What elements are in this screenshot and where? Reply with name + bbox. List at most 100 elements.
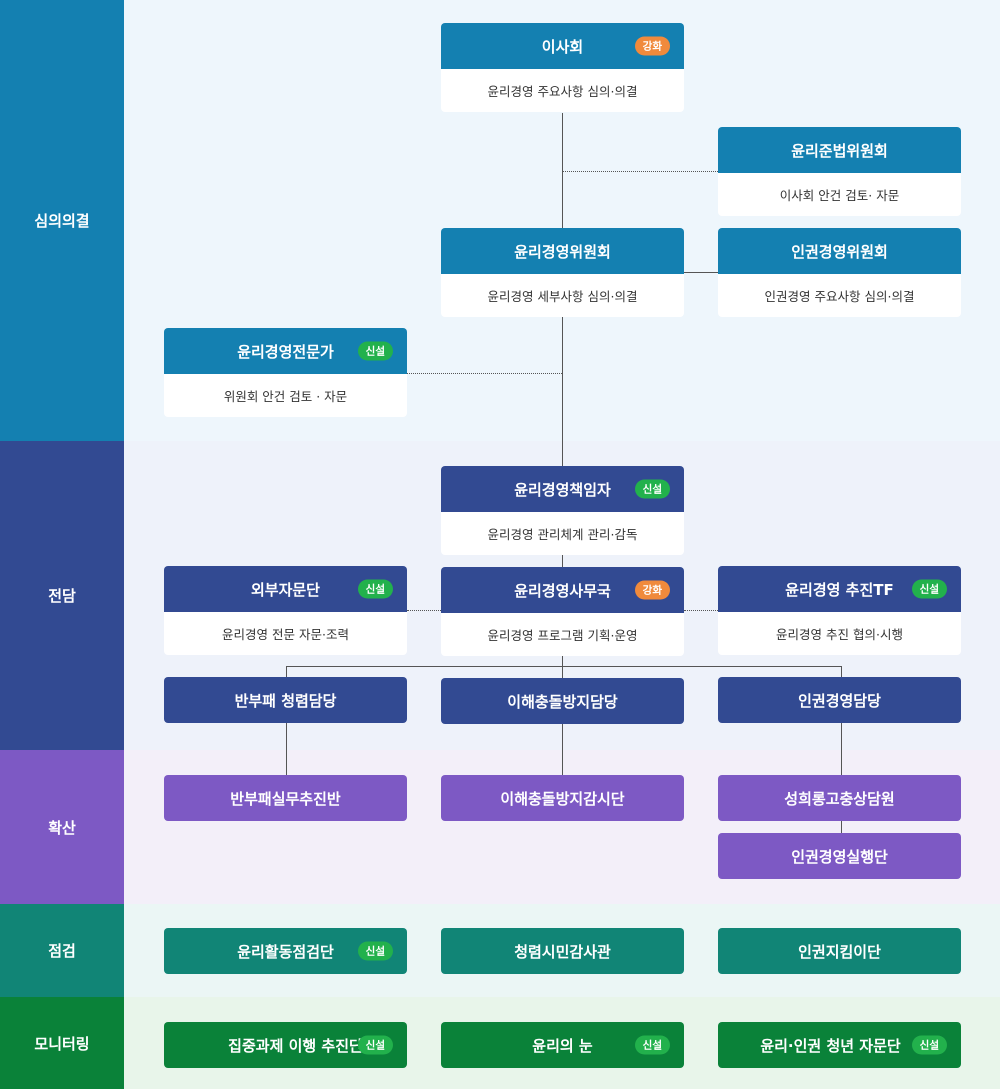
ethics-officer-desc: 윤리경영 관리체계 관리·감독 — [441, 512, 684, 555]
board-title: 이사회 — [541, 37, 584, 56]
band-label-dedicated: 전담 — [0, 441, 124, 750]
ethics-committee-header: 윤리경영위원회 — [441, 228, 684, 274]
connector-office-down — [562, 655, 563, 679]
inspection-team-header: 윤리활동점검단 신설 — [164, 928, 407, 974]
human-rights-guard-header: 인권지킴이단 — [718, 928, 961, 974]
human-rights-committee-title: 인권경영위원회 — [791, 242, 888, 261]
human-rights-dept-title: 인권경영담당 — [798, 691, 881, 710]
human-rights-dept-header: 인권경영담당 — [718, 677, 961, 723]
human-rights-committee-desc: 인권경영 주요사항 심의·의결 — [718, 274, 961, 317]
new-badge: 신설 — [357, 1035, 393, 1055]
external-advisory-box: 외부자문단 신설 윤리경영 전문 자문·조력 — [164, 566, 407, 655]
strengthen-badge: 강화 — [634, 36, 670, 56]
anticorruption-header: 반부패 청렴담당 — [164, 677, 407, 723]
new-badge: 신설 — [911, 579, 947, 599]
ethics-officer-title: 윤리경영책임자 — [514, 480, 611, 499]
ethics-office-desc: 윤리경영 프로그램 기획·운영 — [441, 613, 684, 656]
integrity-auditor-header: 청렴시민감사관 — [441, 928, 684, 974]
ethics-experts-desc: 위원회 안건 검토 · 자문 — [164, 374, 407, 417]
board-header: 이사회 강화 — [441, 23, 684, 69]
harassment-counselor-box: 성희롱고충상담원 — [718, 775, 961, 821]
ethics-tf-title: 윤리경영 추진TF — [785, 580, 894, 599]
ethics-experts-box: 윤리경영전문가 신설 위원회 안건 검토 · 자문 — [164, 328, 407, 417]
external-advisory-title: 외부자문단 — [250, 580, 320, 599]
conflict-header: 이해충돌방지담당 — [441, 678, 684, 724]
new-badge: 신설 — [357, 579, 393, 599]
external-advisory-desc: 윤리경영 전문 자문·조력 — [164, 612, 407, 655]
conflict-monitor-header: 이해충돌방지감시단 — [441, 775, 684, 821]
human-rights-exec-box: 인권경영실행단 — [718, 833, 961, 879]
harassment-counselor-header: 성희롱고충상담원 — [718, 775, 961, 821]
focus-task-team-title: 집중과제 이행 추진단 — [228, 1036, 363, 1055]
band-label-inspection: 점검 — [0, 904, 124, 997]
connector-external — [407, 610, 441, 611]
human-rights-committee-header: 인권경영위원회 — [718, 228, 961, 274]
ethics-committee-title: 윤리경영위원회 — [514, 242, 611, 261]
integrity-auditor-title: 청렴시민감사관 — [514, 942, 611, 961]
new-badge: 신설 — [911, 1035, 947, 1055]
ethics-office-box: 윤리경영사무국 강화 윤리경영 프로그램 기획·운영 — [441, 567, 684, 656]
anticorruption-box: 반부패 청렴담당 — [164, 677, 407, 723]
new-badge: 신설 — [634, 479, 670, 499]
band-label-deliberation: 심의의결 — [0, 0, 124, 441]
connector-branch — [286, 666, 842, 667]
connector-experts — [407, 373, 562, 374]
ethics-office-header: 윤리경영사무국 강화 — [441, 567, 684, 613]
ethics-committee-box: 윤리경영위원회 윤리경영 세부사항 심의·의결 — [441, 228, 684, 317]
anticorruption-team-title: 반부패실무추진반 — [230, 789, 341, 808]
human-rights-dept-box: 인권경영담당 — [718, 677, 961, 723]
new-badge: 신설 — [357, 941, 393, 961]
board-box: 이사회 강화 윤리경영 주요사항 심의·의결 — [441, 23, 684, 112]
band-label-monitoring: 모니터링 — [0, 997, 124, 1089]
compliance-committee-box: 윤리준법위원회 이사회 안건 검토· 자문 — [718, 127, 961, 216]
new-badge: 신설 — [634, 1035, 670, 1055]
connector-officer-office — [562, 554, 563, 568]
youth-advisory-header: 윤리·인권 청년 자문단 신설 — [718, 1022, 961, 1068]
ethics-office-title: 윤리경영사무국 — [514, 581, 611, 600]
ethics-tf-desc: 윤리경영 추진 협의·시행 — [718, 612, 961, 655]
ethics-committee-desc: 윤리경영 세부사항 심의·의결 — [441, 274, 684, 317]
connector-human-rights-committee — [684, 272, 718, 273]
ethics-tf-header: 윤리경영 추진TF 신설 — [718, 566, 961, 612]
connector-tf — [684, 610, 718, 611]
human-rights-guard-box: 인권지킴이단 — [718, 928, 961, 974]
conflict-box: 이해충돌방지담당 — [441, 678, 684, 724]
strengthen-badge: 강화 — [634, 580, 670, 600]
focus-task-team-header: 집중과제 이행 추진단 신설 — [164, 1022, 407, 1068]
anticorruption-team-box: 반부패실무추진반 — [164, 775, 407, 821]
band-label-spread: 확산 — [0, 750, 124, 904]
inspection-team-box: 윤리활동점검단 신설 — [164, 928, 407, 974]
youth-advisory-title: 윤리·인권 청년 자문단 — [760, 1036, 901, 1055]
new-badge: 신설 — [357, 341, 393, 361]
conflict-monitor-box: 이해충돌방지감시단 — [441, 775, 684, 821]
compliance-committee-desc: 이사회 안건 검토· 자문 — [718, 173, 961, 216]
connector-branch-left — [286, 666, 287, 678]
external-advisory-header: 외부자문단 신설 — [164, 566, 407, 612]
ethics-eye-header: 윤리의 눈 신설 — [441, 1022, 684, 1068]
ethics-officer-box: 윤리경영책임자 신설 윤리경영 관리체계 관리·감독 — [441, 466, 684, 555]
human-rights-guard-title: 인권지킴이단 — [798, 942, 881, 961]
connector-conflict — [562, 723, 563, 776]
human-rights-committee-box: 인권경영위원회 인권경영 주요사항 심의·의결 — [718, 228, 961, 317]
human-rights-exec-title: 인권경영실행단 — [791, 847, 888, 866]
ethics-tf-box: 윤리경영 추진TF 신설 윤리경영 추진 협의·시행 — [718, 566, 961, 655]
conflict-monitor-title: 이해충돌방지감시단 — [500, 789, 625, 808]
harassment-counselor-title: 성희롱고충상담원 — [784, 789, 895, 808]
focus-task-team-box: 집중과제 이행 추진단 신설 — [164, 1022, 407, 1068]
connector-branch-right — [841, 666, 842, 678]
anticorruption-team-header: 반부패실무추진반 — [164, 775, 407, 821]
compliance-committee-header: 윤리준법위원회 — [718, 127, 961, 173]
inspection-team-title: 윤리활동점검단 — [237, 942, 334, 961]
ethics-officer-header: 윤리경영책임자 신설 — [441, 466, 684, 512]
conflict-title: 이해충돌방지담당 — [507, 692, 618, 711]
ethics-experts-header: 윤리경영전문가 신설 — [164, 328, 407, 374]
connector-compliance — [562, 171, 718, 172]
board-desc: 윤리경영 주요사항 심의·의결 — [441, 69, 684, 112]
compliance-committee-title: 윤리준법위원회 — [791, 141, 888, 160]
anticorruption-title: 반부패 청렴담당 — [234, 691, 337, 710]
ethics-eye-title: 윤리의 눈 — [532, 1036, 593, 1055]
youth-advisory-box: 윤리·인권 청년 자문단 신설 — [718, 1022, 961, 1068]
ethics-experts-title: 윤리경영전문가 — [237, 342, 334, 361]
human-rights-exec-header: 인권경영실행단 — [718, 833, 961, 879]
integrity-auditor-box: 청렴시민감사관 — [441, 928, 684, 974]
